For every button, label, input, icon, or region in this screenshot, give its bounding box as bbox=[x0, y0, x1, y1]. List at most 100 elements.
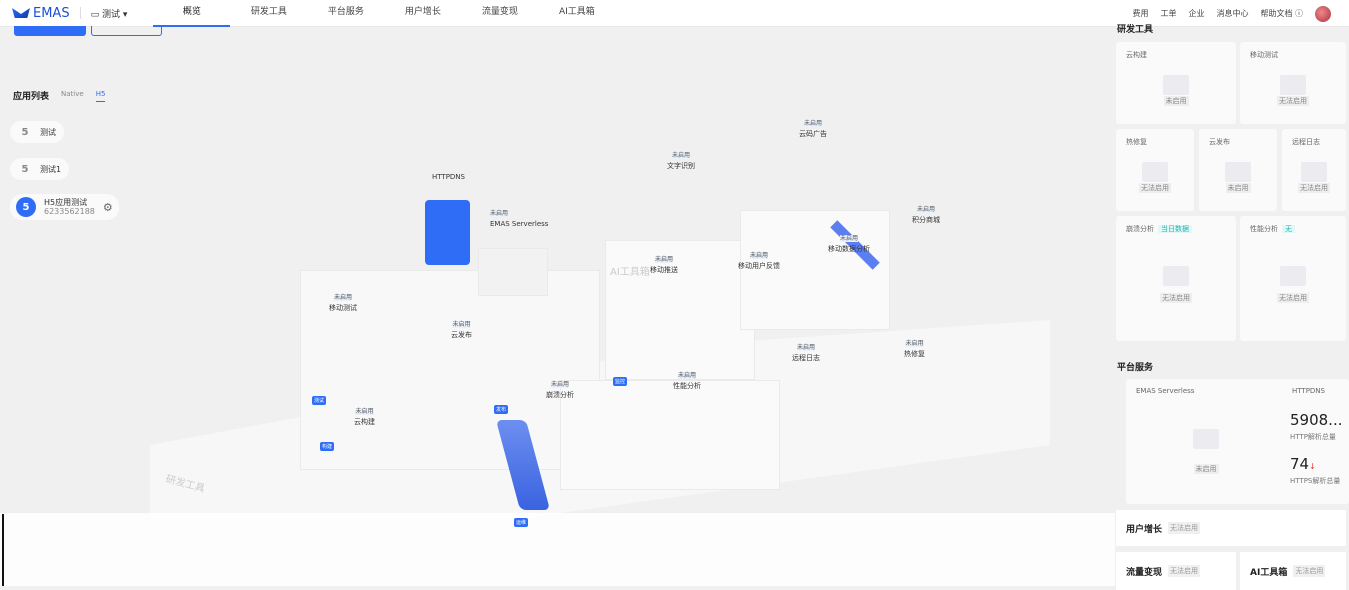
stage-tag: 发布 bbox=[494, 405, 509, 414]
scene-label[interactable]: 未启用远程日志 bbox=[792, 344, 820, 362]
http-value: 5908... bbox=[1290, 411, 1343, 429]
scene-label[interactable]: 未启用云码广告 bbox=[799, 120, 827, 138]
help-icon: ⓘ bbox=[1295, 9, 1303, 18]
growth-block bbox=[740, 210, 890, 330]
section-monetize[interactable]: 流量变现无法启用 bbox=[1116, 552, 1236, 590]
httpdns-model bbox=[425, 200, 470, 265]
scene-label[interactable]: 未启用移动测试 bbox=[329, 294, 357, 312]
user-block bbox=[560, 380, 780, 490]
nav-user-growth[interactable]: 用户增长 bbox=[404, 6, 441, 17]
badge: 当日数据 bbox=[1158, 225, 1192, 233]
right-nav: 费用 工单 企业 消息中心 帮助文档 ⓘ bbox=[1132, 0, 1331, 27]
avatar[interactable] bbox=[1315, 5, 1331, 22]
text-cursor bbox=[2, 514, 4, 586]
scene-label[interactable]: 未启用文字识别 bbox=[667, 152, 695, 170]
platform-block bbox=[300, 270, 600, 470]
card-title: 崩溃分析 bbox=[1126, 225, 1154, 233]
stage-tag: 监控 bbox=[613, 377, 628, 386]
box-icon bbox=[1280, 74, 1306, 95]
scene-label[interactable]: 未启用热修复 bbox=[904, 340, 925, 358]
nav-platform[interactable]: 平台服务 bbox=[327, 6, 364, 17]
app-name: H5应用测试 bbox=[44, 198, 88, 207]
http-label: HTTP解析总量 bbox=[1290, 433, 1336, 441]
app-list-header: 应用列表 Native H5 bbox=[13, 89, 106, 102]
card-title: 热修复 bbox=[1126, 138, 1147, 146]
card-cloud-release[interactable]: 云发布未启用 bbox=[1199, 129, 1277, 211]
document-icon bbox=[1163, 74, 1189, 95]
card-title: EMAS Serverless bbox=[1136, 387, 1195, 395]
card-title: 性能分析 bbox=[1250, 225, 1278, 233]
card-status: 未启用 bbox=[1225, 183, 1251, 193]
badge: 无 bbox=[1282, 225, 1295, 233]
nav-dev-tools[interactable]: 研发工具 bbox=[250, 6, 287, 17]
workspace-selector[interactable]: ▭ 测试 ▾ bbox=[90, 9, 128, 20]
card-title: 云构建 bbox=[1126, 51, 1147, 59]
status-badge: 无法启用 bbox=[1168, 565, 1201, 577]
section-title: 平台服务 bbox=[1117, 363, 1154, 373]
scene-label[interactable]: 未启用云发布 bbox=[451, 321, 472, 339]
card-title: 移动测试 bbox=[1250, 51, 1278, 59]
main-nav: 概览 研发工具 平台服务 用户增长 流量变现 AI工具箱 bbox=[153, 0, 615, 27]
settings-icon[interactable]: ⚙ bbox=[102, 200, 113, 214]
app-name: 测试 bbox=[40, 127, 56, 137]
tab-h5[interactable]: H5 bbox=[95, 90, 106, 102]
stage-tag: 测试 bbox=[312, 396, 327, 405]
box-icon bbox=[1280, 266, 1306, 286]
link-messages[interactable]: 消息中心 bbox=[1216, 9, 1249, 18]
section-ai-toolbox[interactable]: AI工具箱无法启用 bbox=[1240, 552, 1346, 590]
link-billing[interactable]: 费用 bbox=[1132, 9, 1149, 18]
logo-text: EMAS bbox=[33, 5, 70, 21]
scene-label[interactable]: 未启用积分商城 bbox=[912, 206, 940, 224]
document-icon bbox=[1193, 429, 1219, 449]
card-status: 未启用 bbox=[1163, 96, 1189, 106]
nav-ai-toolbox[interactable]: AI工具箱 bbox=[558, 6, 595, 17]
card-httpdns[interactable]: HTTPDNS 5908... HTTP解析总量 74↓ HTTPS解析总量 bbox=[1282, 379, 1349, 504]
stage-tag: 运维 bbox=[514, 518, 529, 527]
loading-overlay bbox=[0, 513, 1115, 586]
card-status: 无法启用 bbox=[1298, 183, 1330, 193]
scene-label[interactable]: 未启用云构建 bbox=[354, 408, 375, 426]
scene-label[interactable]: 未启用性能分析 bbox=[673, 372, 701, 390]
scene-label[interactable]: 未启用移动用户反馈 bbox=[738, 252, 780, 270]
scene-label-httpdns[interactable]: HTTPDNS bbox=[432, 173, 465, 181]
link-help-docs[interactable]: 帮助文档 ⓘ bbox=[1260, 8, 1303, 19]
app-name: 测试1 bbox=[40, 164, 62, 174]
stage-tag: 构建 bbox=[320, 442, 335, 451]
card-crash-analysis[interactable]: 崩溃分析当日数据无法启用 bbox=[1116, 216, 1236, 341]
document-icon bbox=[1225, 161, 1251, 182]
trend-down-icon: ↓ bbox=[1309, 462, 1316, 471]
https-value: 74 bbox=[1290, 455, 1310, 473]
section-user-growth[interactable]: 用户增长无法启用 bbox=[1116, 510, 1346, 546]
workspace-name: 测试 bbox=[101, 9, 120, 20]
box-icon bbox=[1301, 161, 1327, 182]
card-hotfix[interactable]: 热修复无法启用 bbox=[1116, 129, 1194, 211]
secondary-button[interactable] bbox=[91, 26, 162, 36]
primary-button[interactable] bbox=[14, 26, 86, 36]
card-status: 无法启用 bbox=[1160, 293, 1192, 303]
scene-label[interactable]: 未启用崩溃分析 bbox=[546, 381, 574, 399]
card-mobile-test[interactable]: 移动测试无法启用 bbox=[1240, 42, 1346, 124]
card-title: HTTPDNS bbox=[1292, 387, 1325, 395]
link-tickets[interactable]: 工单 bbox=[1160, 9, 1177, 18]
section-title: 用户增长 bbox=[1126, 524, 1163, 535]
card-status: 无法启用 bbox=[1139, 183, 1171, 193]
nav-overview[interactable]: 概览 bbox=[153, 0, 231, 27]
card-cloud-build[interactable]: 云构建未启用 bbox=[1116, 42, 1236, 124]
link-enterprise[interactable]: 企业 bbox=[1188, 9, 1205, 18]
card-remote-log[interactable]: 远程日志无法启用 bbox=[1282, 129, 1346, 211]
logo-icon bbox=[12, 8, 30, 18]
help-label: 帮助文档 bbox=[1260, 9, 1293, 18]
tab-native[interactable]: Native bbox=[61, 90, 84, 98]
box-icon bbox=[1142, 161, 1168, 182]
section-title: 研发工具 bbox=[1117, 25, 1154, 35]
scene-label[interactable]: 未启用移动推送 bbox=[650, 256, 678, 274]
emas-logo[interactable]: EMAS bbox=[12, 6, 70, 21]
scene-label[interactable]: 未启用移动数据分析 bbox=[828, 235, 870, 253]
card-performance[interactable]: 性能分析无无法启用 bbox=[1240, 216, 1346, 341]
nav-monetize[interactable]: 流量变现 bbox=[481, 6, 518, 17]
